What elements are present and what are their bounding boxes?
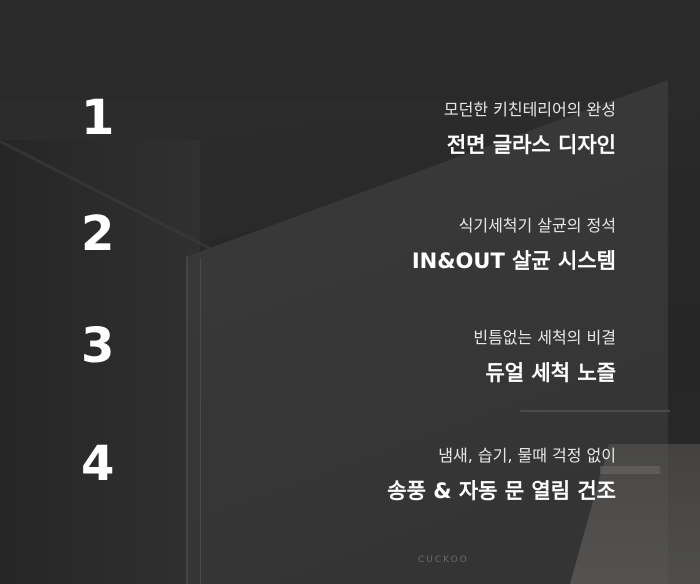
feature-subtitle: 모던한 키친테리어의 완성 bbox=[443, 100, 616, 119]
feature-item: 2 식기세척기 살균의 정석 IN&OUT 살균 시스템 bbox=[0, 210, 700, 300]
feature-number: 2 bbox=[81, 206, 115, 262]
feature-number: 3 bbox=[81, 318, 115, 374]
feature-number: 1 bbox=[81, 90, 115, 146]
feature-title: 송풍 & 자동 문 열림 건조 bbox=[387, 479, 616, 503]
feature-title: 듀얼 세척 노즐 bbox=[485, 361, 616, 385]
countertop-edge bbox=[600, 466, 660, 474]
door-seam bbox=[520, 410, 670, 412]
feature-item: 1 모던한 키친테리어의 완성 전면 글라스 디자인 bbox=[0, 94, 700, 184]
glass-panel-frame bbox=[200, 88, 661, 584]
feature-item: 4 냄새, 습기, 물때 걱정 없이 송풍 & 자동 문 열림 건조 bbox=[0, 440, 700, 530]
feature-subtitle: 빈틈없는 세척의 비결 bbox=[473, 328, 616, 347]
feature-title: 전면 글라스 디자인 bbox=[446, 133, 616, 157]
feature-title: IN&OUT 살균 시스템 bbox=[411, 249, 616, 273]
feature-subtitle: 식기세척기 살균의 정석 bbox=[458, 216, 616, 235]
brand-logo: CUCKOO bbox=[418, 555, 469, 565]
feature-item: 3 빈틈없는 세척의 비결 듀얼 세척 노즐 bbox=[0, 322, 700, 412]
feature-number: 4 bbox=[81, 436, 115, 492]
appliance-side bbox=[0, 140, 200, 584]
feature-subtitle: 냄새, 습기, 물때 걱정 없이 bbox=[438, 446, 616, 465]
